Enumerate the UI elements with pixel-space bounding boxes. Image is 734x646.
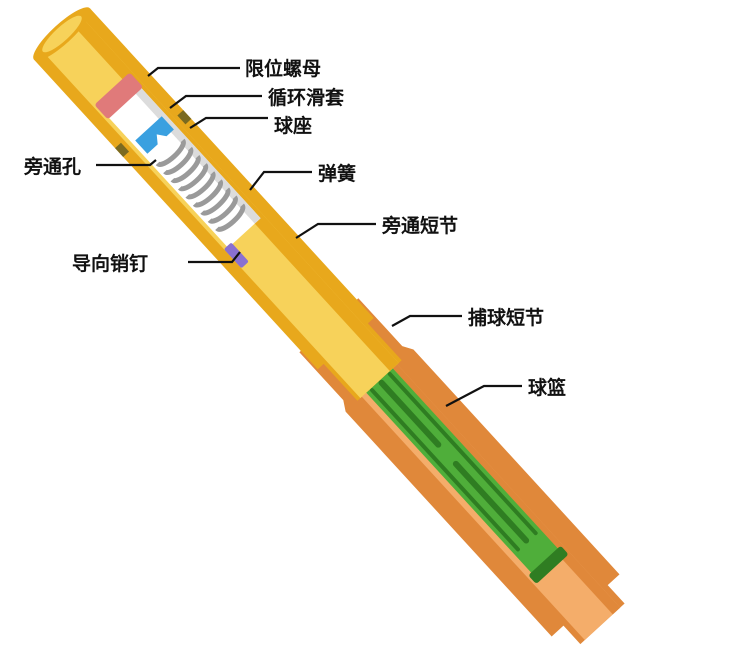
leader-catcher-sub <box>391 314 462 327</box>
leader-ball-seat <box>189 116 268 129</box>
leader-bypass-hole <box>96 159 157 167</box>
leader-spring <box>249 170 312 191</box>
spring-coil <box>163 146 194 175</box>
label-ball-basket: 球篮 <box>528 376 566 399</box>
label-bypass-hole: 旁通孔 <box>23 155 81 178</box>
leader-circulation-sleeve <box>169 94 262 109</box>
bypass-hole <box>115 142 130 157</box>
ball-basket-slot <box>387 371 538 536</box>
ball-basket-slot <box>370 388 520 552</box>
leader-bypass-sub <box>295 222 376 239</box>
spring-coil <box>155 138 186 167</box>
ball-basket-slot <box>452 460 530 544</box>
ball-basket-slot <box>378 379 442 448</box>
leader-lines <box>96 66 522 407</box>
tool-assembly <box>33 7 625 645</box>
spring-coil <box>170 155 201 184</box>
label-bypass-sub: 旁通短节 <box>381 214 458 237</box>
leader-guide-pin <box>188 251 241 264</box>
circulation-sleeve <box>106 85 261 248</box>
limit-nut <box>95 73 142 119</box>
leader-ball-basket <box>445 384 522 407</box>
spring-coil <box>192 179 223 208</box>
leader-limit-nut <box>147 66 240 77</box>
label-spring: 弹簧 <box>318 162 356 185</box>
label-circulation-sleeve: 循环滑套 <box>268 86 345 109</box>
bypass-hole <box>177 110 192 125</box>
bypass-sub-top-bore <box>42 15 82 53</box>
labels: 限位螺母 循环滑套 球座 旁通孔 弹簧 旁通短节 导向销钉 捕球短节 球篮 <box>23 57 566 399</box>
ball-seat <box>135 116 174 154</box>
label-catcher-sub: 捕球短节 <box>468 306 544 329</box>
spring-coil <box>185 171 216 200</box>
label-ball-seat: 球座 <box>274 114 312 137</box>
spring-coil <box>178 163 209 192</box>
ball-basket-bottom-ring <box>529 546 568 583</box>
label-limit-nut: 限位螺母 <box>245 57 321 80</box>
spring-coil <box>207 195 238 224</box>
label-guide-pin: 导向销钉 <box>72 252 148 275</box>
spring-coil <box>215 203 246 232</box>
catcher-sub-bore-shade <box>339 309 621 615</box>
spring <box>155 138 246 232</box>
spring-coil <box>200 187 231 216</box>
ball-basket <box>333 332 568 583</box>
